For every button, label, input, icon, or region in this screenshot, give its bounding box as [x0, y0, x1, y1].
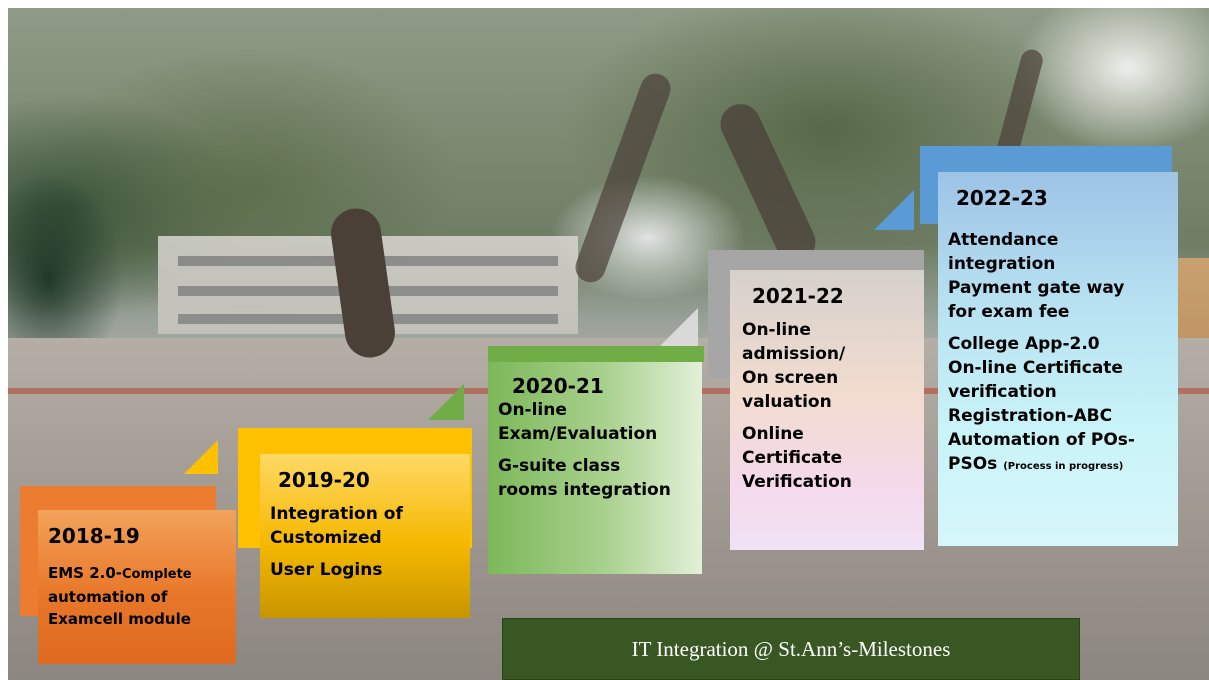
milestone-text: College App-2.0 — [948, 334, 1100, 354]
milestone-note: (Process in progress) — [1003, 461, 1124, 472]
milestone-text: User Logins — [270, 560, 383, 580]
milestone-text: Attendance — [948, 230, 1059, 250]
milestone-text: Certificate — [742, 448, 843, 468]
slide-caption: IT Integration @ St.Ann’s-Milestones — [502, 618, 1080, 680]
triangle-marker-icon — [428, 384, 464, 420]
milestone-text: Integration of — [270, 504, 403, 524]
triangle-marker-icon — [874, 190, 914, 230]
milestone-text: On-line Certificate — [948, 358, 1123, 378]
milestone-text: valuation — [742, 392, 832, 412]
milestone-card-2020-21: 2020-21 On-line Exam/Evaluation G-suite … — [488, 362, 702, 574]
milestone-text: Registration-ABC — [948, 406, 1113, 426]
milestone-text: On-line — [498, 400, 567, 420]
milestone-year: 2018-19 — [48, 524, 140, 548]
milestone-card-2022-23: 2022-23 Attendance integration Payment g… — [938, 172, 1178, 546]
milestone-year: 2020-21 — [512, 374, 604, 398]
milestone-card-2021-22: 2021-22 On-line admission/ On screen val… — [730, 270, 924, 550]
milestone-text: admission/ — [742, 344, 846, 364]
milestone-card-2019-20: 2019-20 Integration of Customized User L… — [260, 454, 470, 618]
milestone-year: 2021-22 — [752, 284, 844, 308]
milestone-card-2018-19: 2018-19 EMS 2.0-Complete automation of E… — [38, 510, 236, 664]
milestone-text: On screen — [742, 368, 839, 388]
milestone-year: 2022-23 — [956, 186, 1048, 210]
milestone-text: integration — [948, 254, 1056, 274]
milestone-year: 2019-20 — [278, 468, 370, 492]
milestone-text: G-suite class — [498, 456, 621, 476]
triangle-marker-icon — [184, 440, 218, 474]
milestone-text: Complete — [122, 567, 192, 582]
milestone-text: automation of — [48, 588, 168, 606]
milestone-2020-back-panel — [488, 346, 704, 362]
triangle-marker-icon — [660, 308, 698, 346]
milestone-text: Online — [742, 424, 804, 444]
milestone-text: Customized — [270, 528, 382, 548]
milestone-text: rooms integration — [498, 480, 671, 500]
milestone-text: Payment gate way — [948, 278, 1125, 298]
milestone-text: for exam fee — [948, 302, 1070, 322]
milestone-text: verification — [948, 382, 1057, 402]
milestone-text: Exam/Evaluation — [498, 424, 658, 444]
slide: 2018-19 EMS 2.0-Complete automation of E… — [8, 8, 1209, 680]
milestone-text: PSOs — [948, 454, 998, 474]
milestone-text: On-line — [742, 320, 811, 340]
milestone-text: Examcell module — [48, 610, 191, 628]
milestone-text: Automation of POs- — [948, 430, 1135, 450]
milestone-text: EMS 2.0- — [48, 564, 122, 582]
milestone-text: Verification — [742, 472, 852, 492]
